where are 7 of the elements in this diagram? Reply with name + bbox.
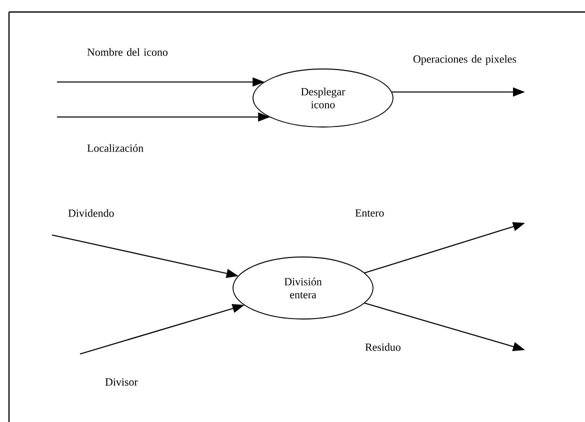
edge-label: Localización	[87, 144, 144, 152]
edge-label: Operaciones de pixeles	[413, 55, 516, 65]
edge-label: Entero	[355, 209, 384, 217]
edge-label: Nombre del icono	[87, 48, 168, 56]
edge-label: Dividendo	[68, 209, 114, 217]
edge-label: Residuo	[365, 343, 400, 351]
edge-label: Divisor	[105, 378, 138, 386]
